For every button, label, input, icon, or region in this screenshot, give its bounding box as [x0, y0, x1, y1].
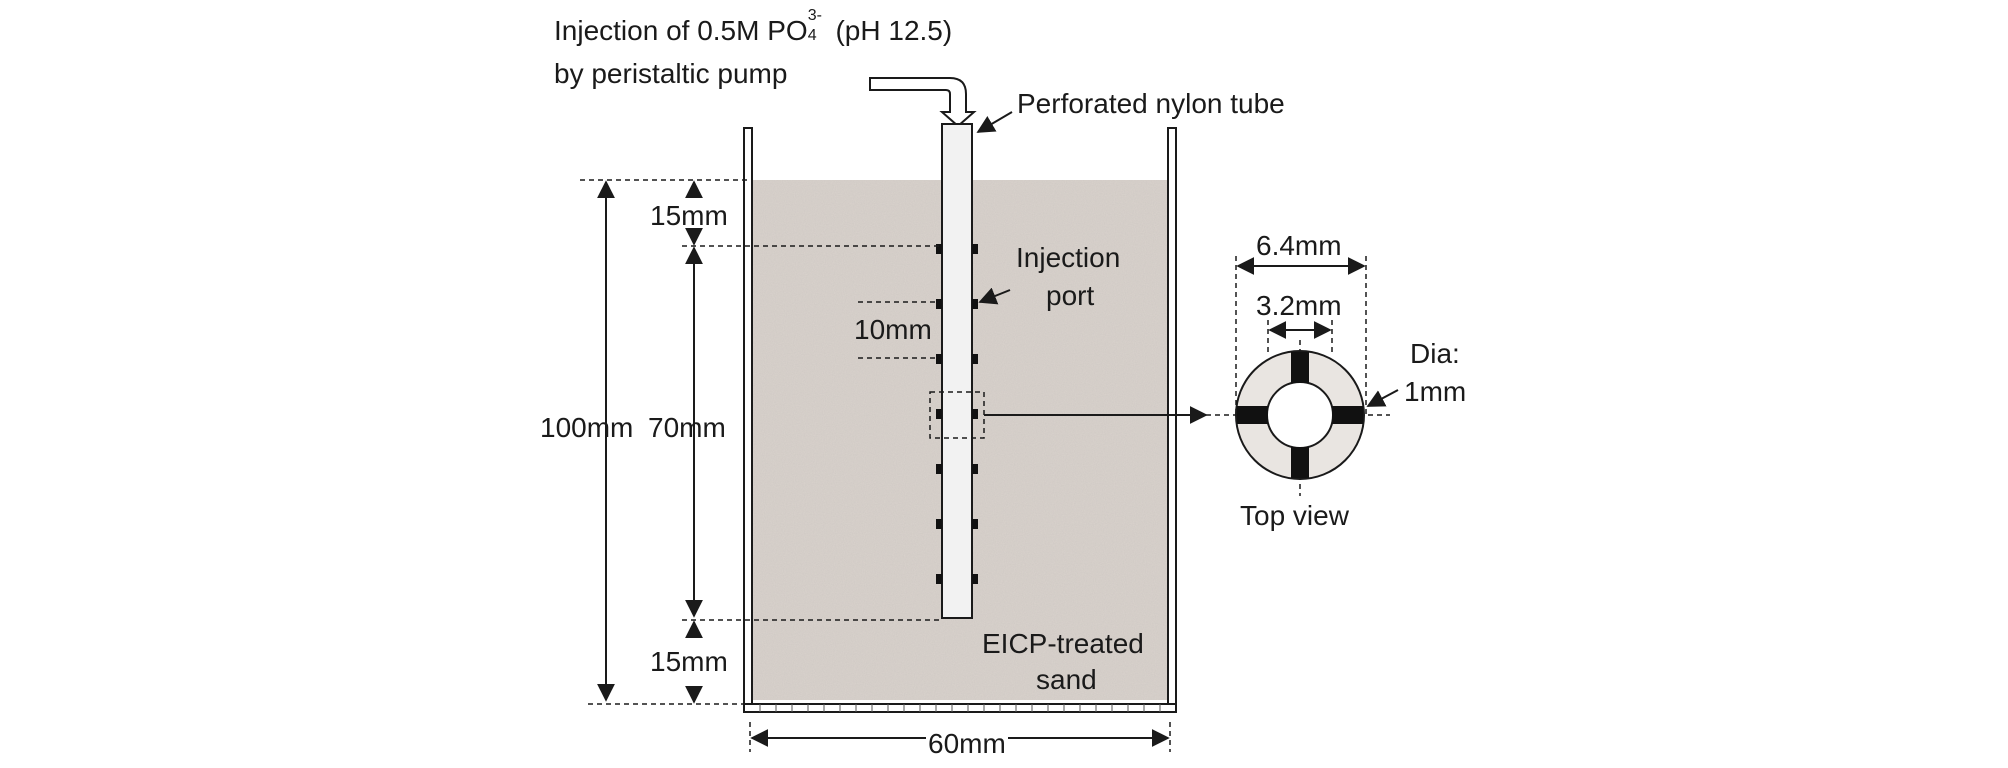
arrow-dia-callout	[1366, 389, 1399, 407]
top-view-ring	[1235, 350, 1365, 480]
tube-label: Perforated nylon tube	[1017, 88, 1285, 119]
injection-ports	[936, 244, 978, 584]
ion-subscript: 4	[807, 27, 817, 44]
container	[743, 127, 1177, 713]
ion-charge: 3-	[807, 7, 822, 24]
dim-width: 60mm	[926, 728, 1008, 759]
dia-label-line2: 1mm	[1404, 376, 1467, 407]
dim-total-height: 100mm	[540, 412, 634, 443]
arrow-tube-callout	[976, 111, 1013, 133]
injection-text-prefix: Injection of 0.5M PO	[554, 15, 808, 46]
injection-ph: (pH 12.5)	[835, 15, 953, 46]
phosphate-ion-script: 3-4	[808, 8, 828, 44]
container-base-hatch	[759, 704, 1161, 712]
inlet-pipe	[869, 77, 977, 128]
injection-method: by peristaltic pump	[554, 58, 788, 89]
port-label-line2: port	[1046, 280, 1095, 311]
dim-outer-dia: 6.4mm	[1256, 230, 1342, 261]
dimension-arrows	[597, 111, 1399, 747]
sand-label-line1: EICP-treated	[982, 628, 1144, 659]
dim-port-zone: 70mm	[648, 412, 726, 443]
dim-top-gap: 15mm	[650, 200, 728, 231]
sand-label-line2: sand	[1036, 664, 1097, 695]
dim-inner-dia: 3.2mm	[1256, 290, 1342, 321]
dim-bottom-gap: 15mm	[650, 646, 728, 677]
arrow-port-callout	[978, 287, 1011, 305]
port-label-line1: Injection	[1016, 242, 1121, 273]
dim-port-spacing: 10mm	[854, 314, 932, 345]
top-view-label: Top view	[1240, 500, 1349, 531]
dia-label-line1: Dia:	[1410, 338, 1460, 369]
nylon-tube	[941, 123, 973, 619]
